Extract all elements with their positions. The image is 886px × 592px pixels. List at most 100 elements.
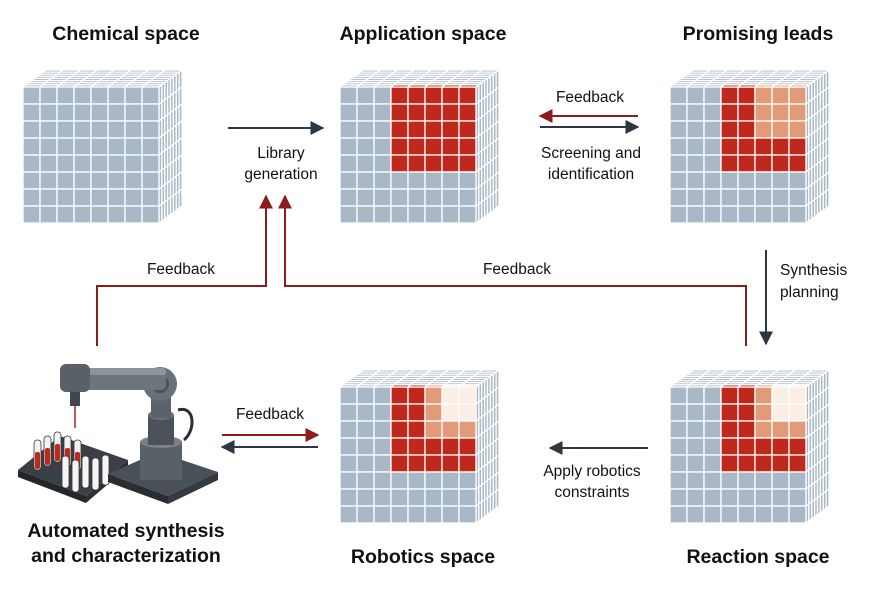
cube-front-cell: [56, 120, 75, 139]
cube-front-cell: [22, 120, 41, 139]
cube-front-cell: [73, 205, 92, 224]
cube-front-cell: [39, 188, 58, 207]
cube-front-cell: [390, 420, 409, 439]
cube-front-cell: [703, 420, 722, 439]
cube-front-cell: [458, 386, 477, 405]
cube-front-cell: [754, 420, 773, 439]
cube-front-cell: [424, 154, 443, 173]
cube-front-cell: [424, 188, 443, 207]
cube-front-cell: [339, 137, 358, 156]
cube-front-cell: [390, 403, 409, 422]
cube-front-cell: [141, 120, 160, 139]
cube-front-cell: [441, 386, 460, 405]
cube-front-cell: [720, 154, 739, 173]
cube-front-cell: [737, 454, 756, 473]
cube-front-cell: [669, 488, 688, 507]
cube-front-cell: [424, 454, 443, 473]
cube-front-cell: [56, 205, 75, 224]
cube-side-cell: [178, 170, 183, 193]
cube-front-cell: [703, 120, 722, 139]
cube-front-cell: [669, 120, 688, 139]
cube-front-cell: [339, 171, 358, 190]
screening-label-line2: identification: [548, 166, 634, 183]
cube-front-cell: [339, 205, 358, 224]
cube-front-cell: [373, 505, 392, 524]
cube-front-cell: [788, 386, 807, 405]
cube-front-cell: [703, 403, 722, 422]
cube-front-cell: [686, 86, 705, 105]
cube-front-cell: [754, 386, 773, 405]
feedback-left-path: [96, 194, 273, 346]
cube-front-cell: [373, 386, 392, 405]
cube-front-cell: [686, 103, 705, 122]
cube-front-cell: [441, 403, 460, 422]
cube-side-cell: [825, 187, 830, 210]
cube-front-cell: [754, 171, 773, 190]
cube-front-cell: [788, 403, 807, 422]
cube-front-cell: [356, 120, 375, 139]
cube-front-cell: [458, 86, 477, 105]
cube-front-cell: [458, 420, 477, 439]
cube-front-cell: [124, 205, 143, 224]
cube-front-cell: [390, 471, 409, 490]
cube-front-cell: [407, 205, 426, 224]
cube-front-cell: [373, 86, 392, 105]
cube-front-cell: [458, 103, 477, 122]
cube-front-cell: [339, 403, 358, 422]
cube-front-cell: [458, 120, 477, 139]
cube-top-highlight: [787, 384, 811, 388]
cube-front-cell: [390, 188, 409, 207]
cube-front-cell: [669, 471, 688, 490]
cube-front-cell: [356, 137, 375, 156]
cube-front-cell: [90, 137, 109, 156]
cube-front-cell: [720, 86, 739, 105]
cube-front-cell: [73, 120, 92, 139]
cube-front-cell: [424, 505, 443, 524]
cube-front-cell: [373, 420, 392, 439]
cube-front-cell: [458, 188, 477, 207]
cube-front-cell: [737, 188, 756, 207]
cube-front-cell: [737, 471, 756, 490]
cube-front-cell: [339, 437, 358, 456]
cube-front-cell: [669, 437, 688, 456]
cube-front-cell: [686, 454, 705, 473]
cube-side-cell: [178, 136, 183, 159]
cube-front-cell: [441, 437, 460, 456]
library-label-line1: Library: [257, 145, 305, 162]
cube-front-cell: [771, 488, 790, 507]
cube-front-cell: [771, 205, 790, 224]
cube-front-cell: [686, 505, 705, 524]
cube-front-cell: [390, 103, 409, 122]
cube-front-cell: [703, 437, 722, 456]
cube-front-cell: [407, 120, 426, 139]
cube-front-cell: [720, 137, 739, 156]
cube-front-cell: [356, 188, 375, 207]
reaction-space-cube: [668, 368, 831, 525]
cube-front-cell: [22, 103, 41, 122]
cube-front-cell: [124, 103, 143, 122]
cube-front-cell: [458, 403, 477, 422]
synthesis-label-line1: Synthesis: [780, 262, 847, 279]
cube-front-cell: [356, 154, 375, 173]
constraints-label-line1: Apply robotics: [543, 463, 641, 480]
cube-front-cell: [407, 171, 426, 190]
cube-side-cell: [825, 119, 830, 142]
cube-front-cell: [107, 205, 126, 224]
cube-front-cell: [686, 403, 705, 422]
chemical-space-cube: [21, 68, 184, 225]
cube-front-cell: [686, 420, 705, 439]
cube-front-cell: [686, 386, 705, 405]
cube-front-cell: [754, 137, 773, 156]
cube-side-cell: [495, 153, 500, 176]
cube-front-cell: [771, 103, 790, 122]
cube-front-cell: [720, 488, 739, 507]
cube-front-cell: [90, 120, 109, 139]
cube-front-cell: [39, 103, 58, 122]
cube-front-cell: [458, 471, 477, 490]
cube-front-cell: [458, 454, 477, 473]
cube-front-cell: [424, 420, 443, 439]
cube-front-cell: [339, 154, 358, 173]
cube-front-cell: [22, 137, 41, 156]
cube-front-cell: [141, 171, 160, 190]
cube-side-cell: [495, 487, 500, 510]
